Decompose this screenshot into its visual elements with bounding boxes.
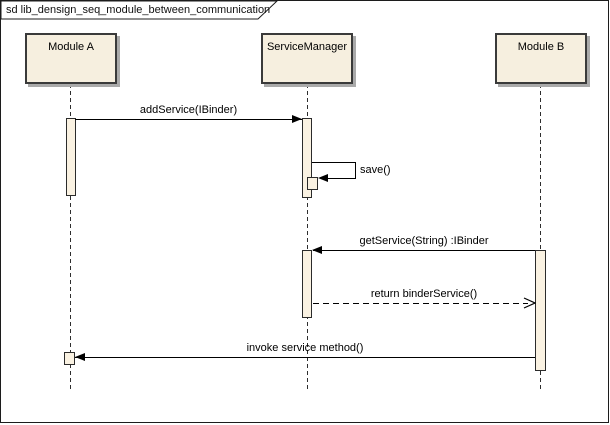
- activation-module-a-1[interactable]: [66, 118, 76, 196]
- message-save-line-side[interactable]: [355, 162, 356, 179]
- arrowhead-solid-right-icon: [292, 115, 302, 123]
- lifeline-head-servicemanager[interactable]: ServiceManager: [261, 33, 353, 84]
- lifeline-module-a: [70, 84, 71, 390]
- lifeline-head-module-b-label: Module B: [517, 41, 565, 53]
- lifeline-head-module-a[interactable]: Module A: [25, 33, 117, 84]
- frame-title: sd lib_densign_seq_module_between_commun…: [6, 4, 271, 16]
- message-getservice-line[interactable]: [313, 250, 535, 251]
- lifeline-module-b: [540, 84, 541, 390]
- message-addservice-label[interactable]: addService(IBinder): [139, 104, 238, 116]
- message-return-binderservice-line[interactable]: [313, 303, 528, 304]
- lifeline-servicemanager: [307, 84, 308, 390]
- message-save-label[interactable]: save(): [360, 164, 391, 176]
- lifeline-head-module-b[interactable]: Module B: [495, 33, 587, 84]
- activation-servicemanager-2[interactable]: [302, 250, 312, 318]
- message-return-binderservice-label[interactable]: return binderService(): [370, 288, 478, 300]
- activation-servicemanager-1[interactable]: [302, 118, 312, 198]
- arrowhead-open-right-icon: [523, 297, 536, 309]
- arrowhead-solid-left-icon: [75, 353, 85, 361]
- message-invoke-line[interactable]: [75, 357, 535, 358]
- activation-module-a-2[interactable]: [64, 352, 75, 365]
- frame-title-tab: [1, 1, 278, 20]
- message-save-line-top[interactable]: [312, 162, 355, 163]
- message-save-line-return[interactable]: [328, 178, 355, 179]
- message-getservice-label[interactable]: getService(String) :IBinder: [359, 235, 489, 247]
- lifeline-head-servicemanager-label: ServiceManager: [266, 41, 348, 53]
- lifeline-head-module-a-label: Module A: [48, 41, 94, 53]
- message-addservice-line[interactable]: [75, 119, 302, 120]
- activation-servicemanager-save-nested[interactable]: [307, 177, 318, 190]
- message-invoke-label[interactable]: invoke service method(): [246, 342, 364, 354]
- arrowhead-solid-left-icon: [312, 246, 322, 254]
- activation-module-b-1[interactable]: [535, 250, 546, 371]
- arrowhead-solid-left-icon: [318, 174, 328, 182]
